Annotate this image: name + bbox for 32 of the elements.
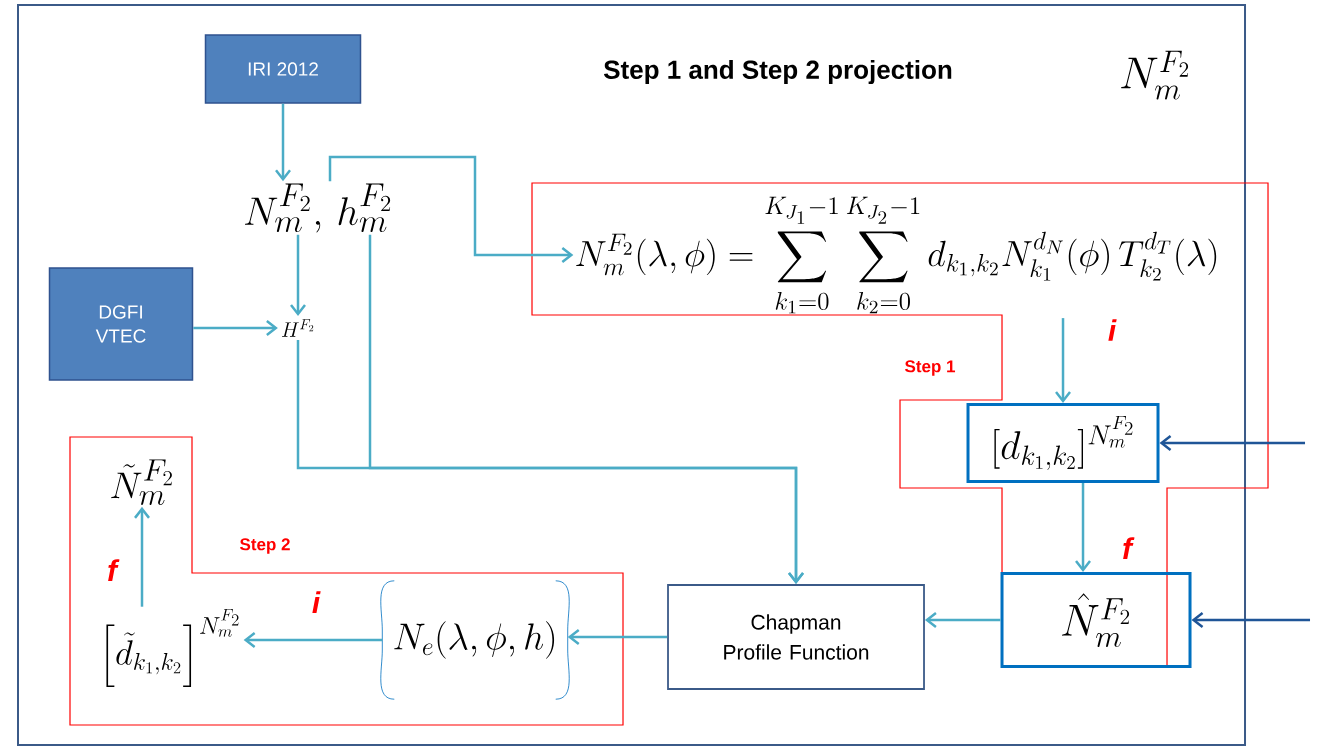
arrow [328,155,574,263]
arrow [1191,612,1310,628]
arrow [368,234,804,585]
arrow [1055,318,1071,403]
edge-label: i [1108,319,1117,341]
arrow [134,506,150,607]
equation: $N_m^{F_2}(\lambda,\phi) = \sum_{k_1=0}^{K_{J_1}-1} \sum_{k_2=0}^{K_{J_2}-1} d_{k_1,k_2} N_{k_1}^{d_N}(\phi)\, T_{k_2}^{d_T}(\lambda)$ [576,196,1217,314]
process-box: Chapman Profile Function [667,584,925,690]
arrow [1159,435,1305,451]
vector-bracket: $N_e(\lambda,\phi,h)$ [380,580,570,700]
model-box: IRI 2012 [204,34,362,104]
arrow [275,103,291,182]
edge-label: i [312,591,321,613]
formula: $H^{F_2}$ [282,319,314,337]
edge-label: f [108,559,120,581]
arrow [1075,483,1091,572]
formula-label: $N_m^{F_2}$ [1121,50,1189,100]
formula: $N_m^{F_2},\, h_m^{F_2}$ [244,183,391,233]
arrow [567,629,668,645]
formula: $\tilde{N}_m^{F_2}$ [111,459,172,505]
step-label: Step 2 [240,538,290,554]
arrow [924,612,1001,628]
title: Step 1 and Step 2 projection [603,59,952,85]
estimate-box: $\hat{N}_m^{F_2}$ [1000,572,1192,668]
arrow [243,632,383,648]
step-label: Step 1 [905,360,956,376]
arrow [193,320,278,336]
model-box: DGFI VTEC [48,267,194,381]
coefficient-box: $[d_{k_1,k_2}]^{N_m^{F_2}}$ [966,403,1160,483]
arrow [290,234,306,317]
formula: $\left[\tilde{d}_{k_1,k_2}\right]^{N_m^{F_2}}$ [106,608,239,688]
edge-label: f [1123,537,1135,559]
